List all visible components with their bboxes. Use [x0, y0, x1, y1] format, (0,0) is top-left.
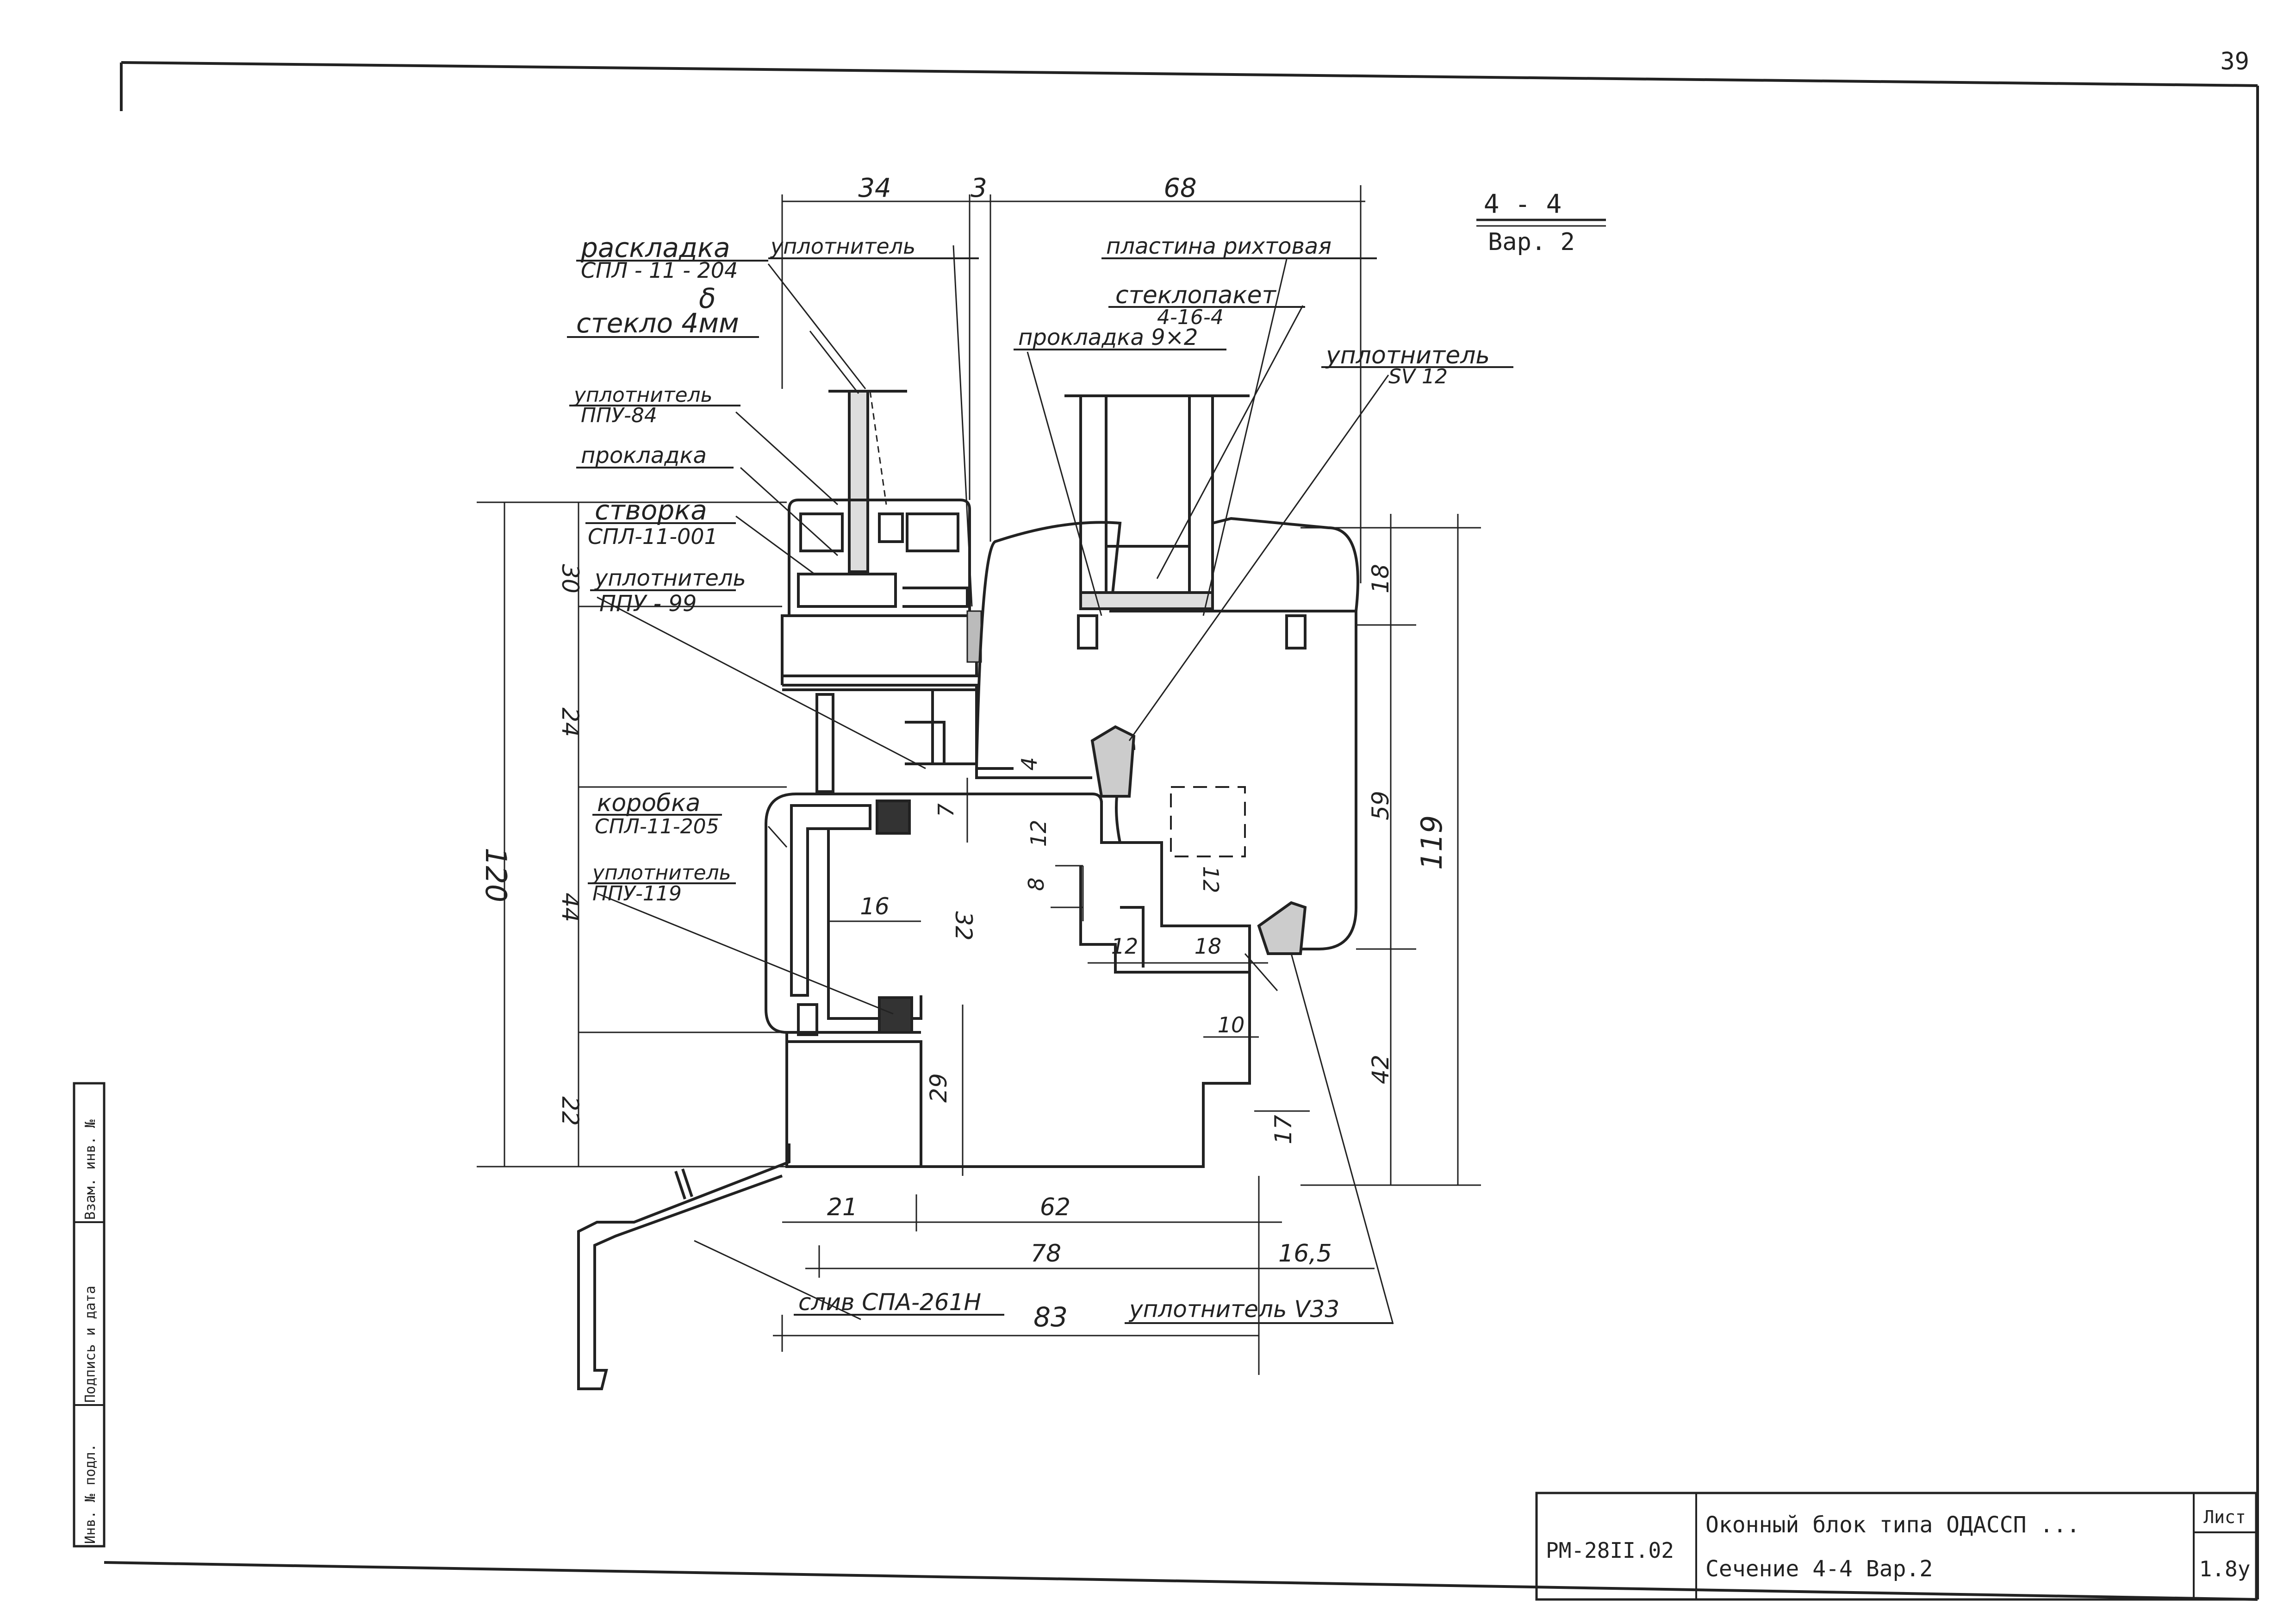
dim-inner-16: 16: [860, 893, 890, 920]
callout-korobka-2: СПЛ-11-205: [595, 815, 719, 838]
callout-uplot-ppu99-1: уплотнитель: [594, 565, 746, 591]
dim-inner-12c: 12: [1111, 934, 1139, 959]
callout-plastina: пластина рихтовая: [1106, 233, 1332, 259]
callout-steklopaket-1: стеклопакет: [1115, 281, 1277, 309]
callout-labels: раскладка СПЛ - 11 - 204 δ стекло 4мм уп…: [567, 232, 1513, 1324]
sheet-label: Лист: [2203, 1507, 2246, 1527]
page-number: 39: [2220, 48, 2249, 75]
seal-sv12: [1090, 725, 1136, 798]
callout-uplot-v33: уплотнитель V33: [1128, 1296, 1339, 1323]
section-title: 4 - 4: [1484, 189, 1562, 219]
callout-stvorka-1: створка: [595, 494, 707, 526]
glazing-unit: [1064, 394, 1250, 610]
dim-inner-17: 17: [1270, 1115, 1297, 1144]
seal-v33: [1257, 901, 1307, 955]
title-line1: Оконный блок типа ОДАССП ...: [1705, 1512, 2080, 1538]
callout-uplot-top: уплотнитель: [770, 234, 915, 259]
callout-stvorka-2: СПЛ-11-001: [588, 524, 718, 549]
section-heading: 4 - 4 Вар. 2: [1476, 189, 1606, 256]
callout-raskladka-1: раскладка: [580, 232, 730, 263]
dim-right-18: 18: [1367, 564, 1394, 593]
dim-top-68: 68: [1164, 173, 1196, 203]
dim-left-total: 120: [479, 848, 513, 902]
dim-right-42: 42: [1367, 1055, 1394, 1084]
title-line2: Сечение 4-4 Вар.2: [1705, 1556, 1933, 1582]
dim-bottom-83: 83: [1033, 1301, 1068, 1333]
callout-prokladka92: прокладка 9×2: [1018, 325, 1198, 350]
callout-delta: δ: [699, 282, 716, 315]
dim-inner-7: 7: [933, 803, 958, 817]
sheet-frame: [104, 61, 2259, 1601]
dim-inner-32: 32: [950, 911, 977, 941]
callout-sliv: слив СПА-261Н: [798, 1289, 981, 1316]
rebate-profile: [1079, 786, 1250, 974]
callout-uplot-ppu84-1: уплотнитель: [573, 383, 713, 407]
dimension-lines: [477, 185, 1481, 1375]
dim-inner-8: 8: [1024, 877, 1049, 891]
sheet-number: 1.8у: [2199, 1556, 2251, 1581]
title-code: РМ-28II.02: [1546, 1538, 1674, 1563]
callout-uplot-ppu119-2: ППУ-119: [592, 882, 682, 906]
callout-uplot-sv12-1: уплотнитель: [1325, 342, 1490, 369]
stamp-cell-sign: Подпись и дата: [82, 1286, 99, 1403]
callout-raskladka-2: СПЛ - 11 - 204: [581, 258, 738, 283]
dim-inner-10: 10: [1218, 1012, 1245, 1037]
dim-left-24: 24: [557, 707, 584, 737]
stamp-cell-inv: Инв. № подл.: [82, 1443, 99, 1544]
callout-uplot-ppu99-2: ППУ - 99: [599, 591, 697, 617]
callout-uplot-ppu84-2: ППУ-84: [581, 404, 657, 427]
sash-profile: [781, 499, 982, 793]
frame-profile: [765, 793, 1251, 1168]
dim-left-22: 22: [557, 1096, 584, 1126]
dim-inner-12b: 12: [1198, 866, 1223, 893]
stamp-cell-replace: Взам. инв. №: [82, 1119, 99, 1220]
dim-inner-4: 4: [1017, 757, 1042, 770]
dim-left-30: 30: [557, 564, 584, 593]
dim-inner-29: 29: [925, 1073, 952, 1103]
callout-korobka-1: коробка: [597, 789, 700, 817]
dim-top-34: 34: [858, 173, 891, 203]
leader-lines: [597, 245, 1394, 1324]
dim-right-total: 119: [1415, 815, 1449, 870]
callout-uplot-sv12-2: SV 12: [1388, 365, 1448, 388]
dim-bottom-21: 21: [827, 1193, 858, 1221]
callout-steklo: стекло 4мм: [576, 307, 739, 339]
section-variant: Вар. 2: [1488, 228, 1575, 256]
callout-prokladka: прокладка: [581, 443, 707, 468]
dim-bottom-62: 62: [1040, 1193, 1070, 1221]
callout-uplot-ppu119-1: уплотнитель: [591, 861, 731, 885]
side-stamp: Инв. № подл. Подпись и дата Взам. инв. №: [73, 1082, 106, 1548]
dim-bottom-16-5: 16,5: [1278, 1240, 1332, 1268]
callout-steklopaket-2: 4-16-4: [1157, 306, 1224, 329]
title-block: РМ-28II.02 Оконный блок типа ОДАССП ... …: [1535, 1492, 2258, 1601]
dim-left-44: 44: [557, 893, 584, 922]
window-section-profile: [577, 390, 1359, 1390]
dim-right-59: 59: [1367, 791, 1394, 820]
dimension-labels: 34 3 68 120 30 24 44 22 119 18 59 42 4 7…: [479, 173, 1449, 1333]
dim-inner-12a: 12: [1026, 820, 1051, 847]
sill-drip-profile: [577, 1143, 790, 1390]
dim-top-3: 3: [971, 173, 987, 203]
glass-pane: [828, 390, 907, 573]
dim-bottom-78: 78: [1031, 1240, 1061, 1268]
dim-inner-18: 18: [1195, 934, 1222, 959]
